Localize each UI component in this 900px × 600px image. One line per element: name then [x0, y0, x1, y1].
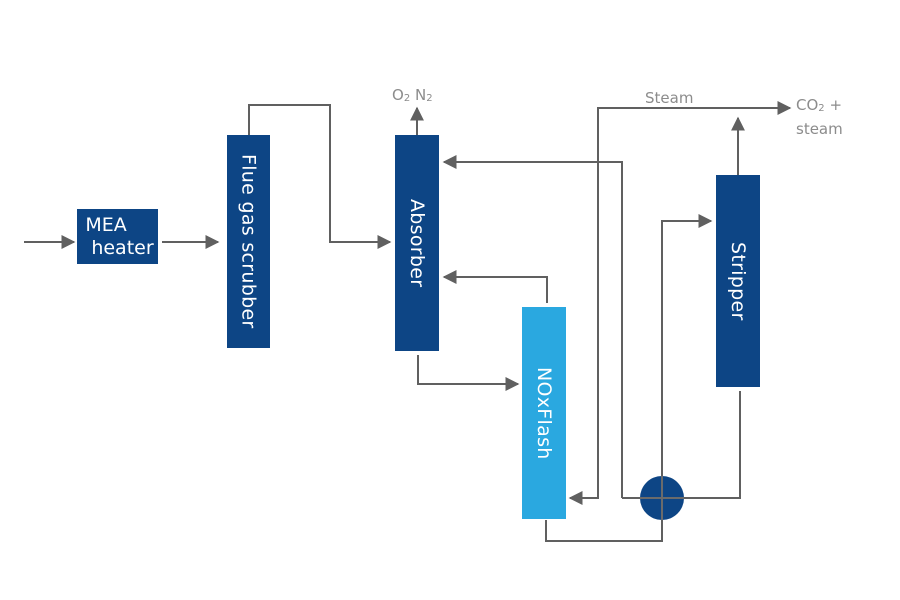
- line-scrubber-to-absorber: [248, 104, 392, 249]
- nitrogen-subscript: 2: [426, 93, 433, 104]
- mea-heater-unit: MEA heater: [77, 209, 158, 264]
- line-absorber-to-noxflash: [417, 355, 520, 391]
- co2-steam-line2: steam: [796, 120, 843, 138]
- flue-gas-scrubber-unit: Flue gas scrubber: [227, 135, 270, 348]
- line-stripper-to-exchanger: [684, 391, 741, 499]
- oxygen-symbol: O: [392, 86, 404, 104]
- co2-steam-label: CO2 + steam: [796, 96, 843, 139]
- absorber-vent-label: O2 N2: [392, 86, 433, 108]
- steam-label: Steam: [645, 89, 694, 107]
- noxflash-unit: NOxFlash: [522, 307, 566, 519]
- stripper-label: Stripper: [727, 241, 749, 321]
- mea-heater-label-line1: MEA: [85, 213, 127, 236]
- line-steam-to-noxflash: [568, 107, 599, 505]
- absorber-label: Absorber: [406, 198, 428, 288]
- absorber-unit: Absorber: [395, 135, 439, 351]
- line-noxflash-to-absorber: [442, 270, 548, 303]
- nitrogen-symbol: N: [414, 86, 427, 104]
- co2-subscript: 2: [818, 103, 825, 114]
- stripper-unit: Stripper: [716, 175, 760, 387]
- line-lean-to-absorber: [442, 155, 623, 498]
- noxflash-label: NOxFlash: [533, 366, 555, 460]
- plus-sign: +: [829, 96, 843, 114]
- line-rich-to-stripper: [661, 214, 713, 476]
- mea-heater-label-line2: heater: [91, 236, 154, 259]
- oxygen-subscript: 2: [403, 93, 411, 104]
- co2-symbol: CO: [796, 96, 819, 114]
- flue-gas-scrubber-label: Flue gas scrubber: [237, 154, 260, 329]
